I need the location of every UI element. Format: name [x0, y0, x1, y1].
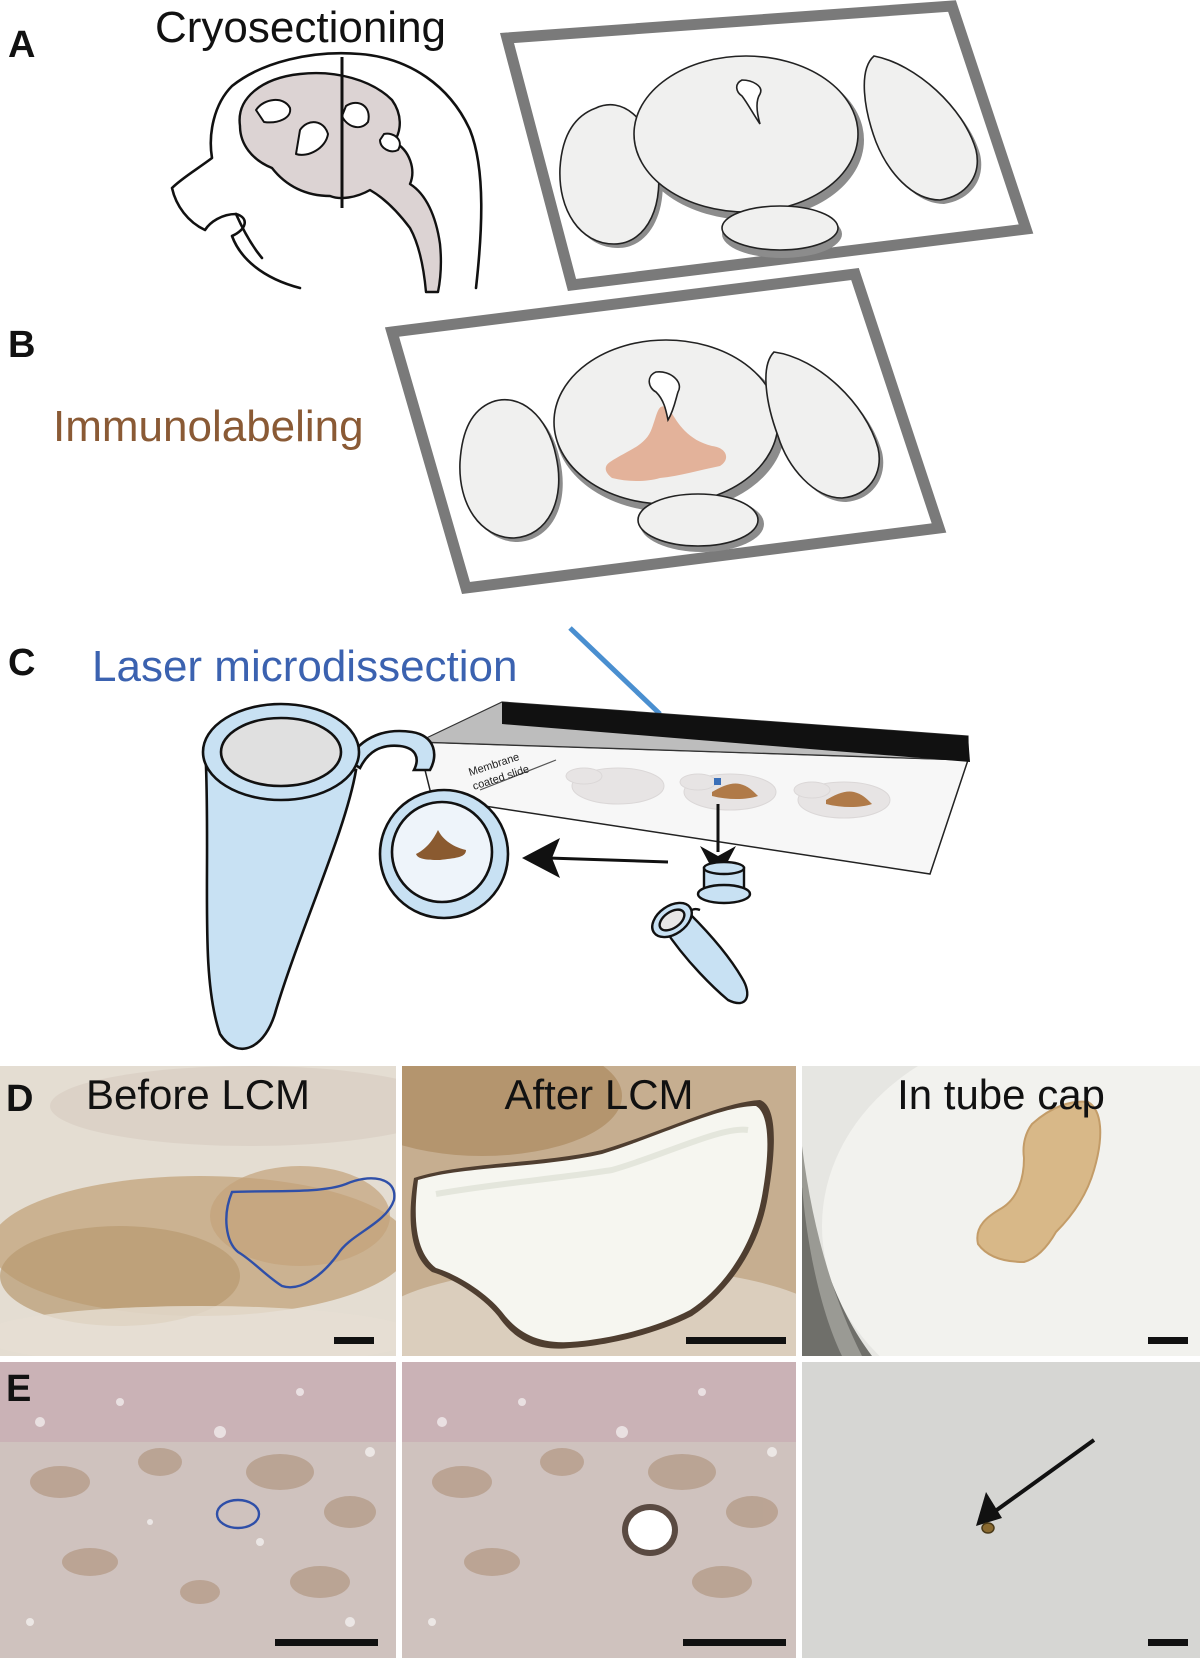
- before-lcm-image: [0, 1066, 396, 1356]
- cut-outline: [225, 1177, 396, 1289]
- micrograph-single-cell-cap: [802, 1362, 1200, 1658]
- after-lcm-caption: After LCM: [504, 1071, 694, 1118]
- in-tube-cap-image: [802, 1066, 1200, 1356]
- panel-letter-c: C: [8, 642, 36, 684]
- scale-bar-e2: [683, 1639, 786, 1646]
- cell-outline: [215, 1498, 261, 1530]
- cryosectioning-label: Cryosectioning: [155, 3, 447, 52]
- membrane-slide: [417, 701, 970, 875]
- micrograph-single-cell-before: [0, 1362, 396, 1658]
- slide-a: [499, 0, 1034, 292]
- scale-bar-d1: [334, 1337, 374, 1344]
- single-cell-cap-image: [802, 1362, 1200, 1658]
- immunolabeling-label: Immunolabeling: [53, 402, 364, 451]
- laser-beam: [568, 626, 662, 716]
- brain-sketch: [238, 71, 443, 294]
- captured-cell: [981, 1522, 995, 1534]
- scale-bar-d2: [686, 1337, 786, 1344]
- micrograph-in-tube-cap: In tube cap: [802, 1066, 1200, 1356]
- in-tube-cap-caption: In tube cap: [897, 1071, 1105, 1118]
- single-cell-after-image: [402, 1362, 796, 1658]
- panel-letter-a: A: [8, 24, 36, 66]
- panel-letter-d: D: [6, 1078, 34, 1120]
- immunolabeled-region: [605, 406, 727, 481]
- before-lcm-caption: Before LCM: [85, 1071, 311, 1118]
- panel-letter-b: B: [8, 324, 36, 366]
- micrograph-after-lcm: After LCM: [402, 1066, 796, 1356]
- scale-bar-e3: [1148, 1639, 1188, 1646]
- scale-bar-e1: [275, 1639, 378, 1646]
- transfer-arrow-left: [547, 856, 669, 864]
- large-tube: [201, 702, 510, 1051]
- micrograph-single-cell-after: [402, 1362, 796, 1658]
- panel-letter-e: E: [6, 1368, 32, 1410]
- small-tube: [651, 860, 752, 1005]
- single-cell-before-image: [0, 1362, 396, 1658]
- slide-b: [384, 267, 947, 595]
- cell-pointer-arrow: [992, 1438, 1096, 1514]
- micrograph-before-lcm: Before LCM: [0, 1066, 396, 1356]
- cut-hole: [628, 1510, 672, 1550]
- head-sketch: [170, 52, 483, 290]
- tissue-piece: [976, 1100, 1102, 1264]
- after-lcm-image: [402, 1066, 796, 1356]
- scale-bar-d3: [1148, 1337, 1188, 1344]
- laser-microdissection-label: Laser microdissection: [92, 642, 518, 691]
- schematic-drawings: Membrane coated slide: [170, 0, 1034, 1051]
- cut-region-marker: [714, 778, 721, 785]
